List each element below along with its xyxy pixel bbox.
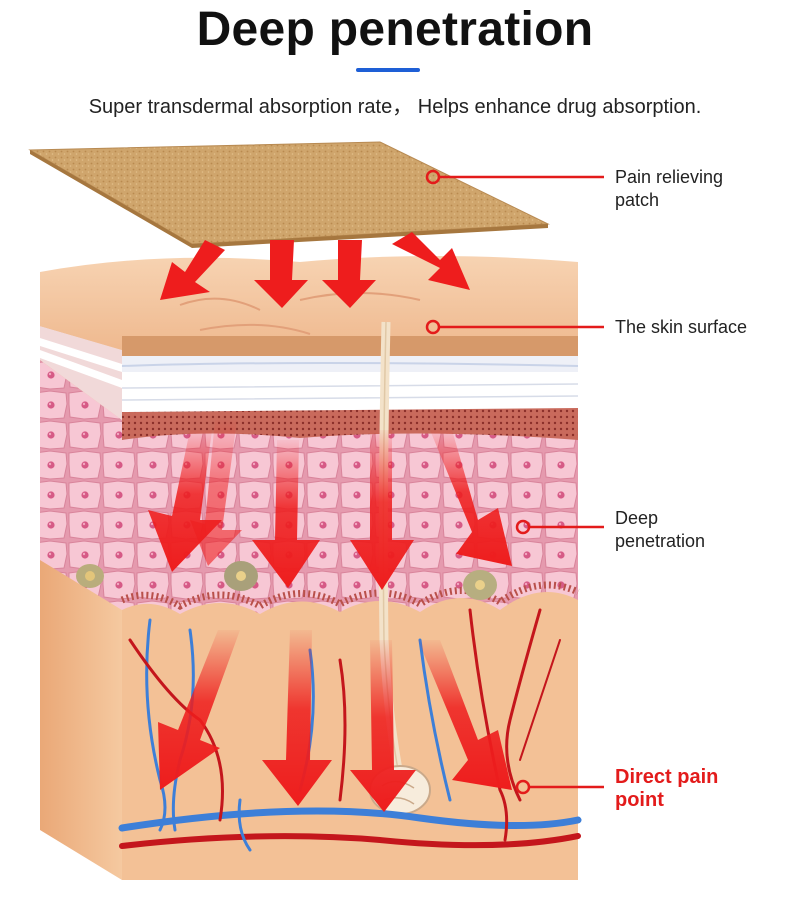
skin-surface-top [40, 256, 578, 350]
callout-deep-penetration: Deep penetration [615, 507, 705, 553]
patch-graphic [30, 142, 548, 248]
callout-skin-surface: The skin surface [615, 316, 747, 339]
callout-direct-pain-point: Direct pain point [615, 766, 718, 812]
callout-patch: Pain relieving patch [615, 166, 723, 212]
